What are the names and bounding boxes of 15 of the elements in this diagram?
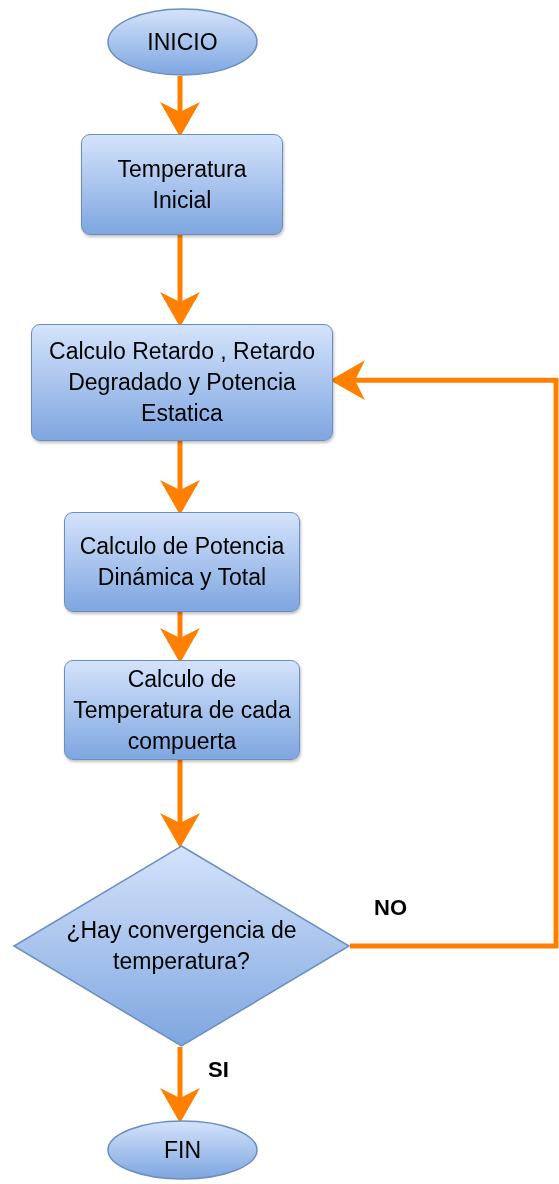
node-text: Temperatura Inicial <box>116 154 248 215</box>
decision-diamond <box>13 845 350 1047</box>
node-text: Calculo de Potencia Dinámica y Total <box>78 532 286 592</box>
node-text: Calculo Retardo , Retardo Degradado y Potencia Estatica <box>48 337 316 428</box>
arrow <box>160 760 200 848</box>
node-text: FIN <box>163 1135 202 1165</box>
terminal-ellipse <box>107 8 258 76</box>
process-box <box>81 134 283 235</box>
arrow <box>160 1047 200 1123</box>
node-text: INICIO <box>147 27 218 57</box>
node-text: ¿Hay convergencia de temperatura? <box>65 916 298 976</box>
node-text: Calculo de Temperatura de cada compuerta <box>72 664 292 756</box>
terminal-ellipse <box>107 1120 258 1180</box>
process-box <box>31 324 333 441</box>
process-box <box>64 512 300 612</box>
